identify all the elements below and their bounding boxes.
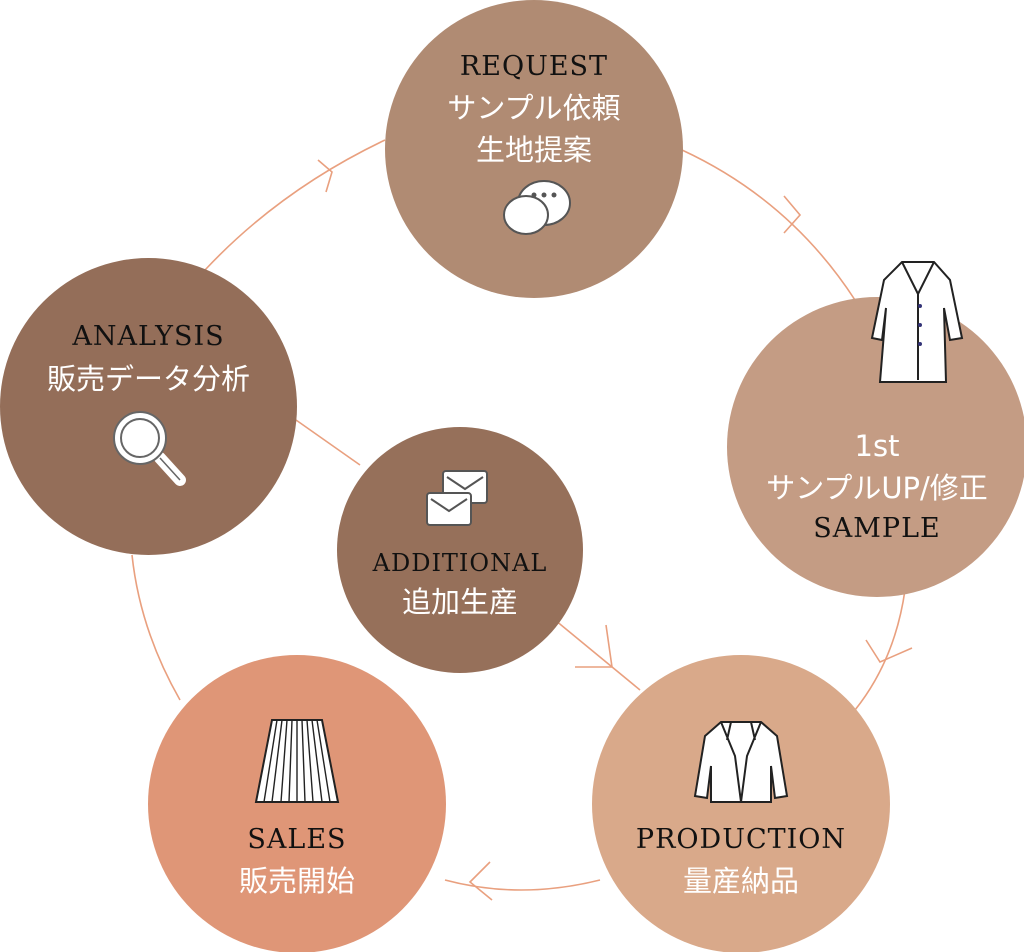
analysis-title: ANALYSIS [72,321,225,353]
node-sales: SALES 販売開始 [148,655,446,952]
production-jp: 量産納品 [682,864,799,899]
node-sample: 1st サンプルUP/修正 SAMPLE [727,297,1024,597]
coat-icon [870,261,964,383]
request-title: REQUEST [459,50,609,82]
sample-number: 1st [854,428,900,463]
cycle-arc [854,589,906,711]
node-analysis: ANALYSIS 販売データ分析 [0,258,297,555]
magnifier-icon [112,410,186,486]
cycle-arc [204,139,386,271]
additional-title: ADDITIONAL [372,548,548,577]
additional-jp: 追加生産 [401,584,518,619]
analysis-jp: 販売データ分析 [46,361,250,396]
arrowhead [575,624,613,668]
cycle-arc [131,554,181,701]
cycle-arc [681,149,856,301]
request-jp-line1: サンプル依頼 [447,91,621,126]
skirt-icon [254,718,340,803]
node-request: REQUEST サンプル依頼 生地提案 [385,0,683,298]
production-title: PRODUCTION [635,823,847,855]
sample-jp: サンプルUP/修正 [766,470,988,505]
cycle-arc [444,879,601,891]
node-production: PRODUCTION 量産納品 [592,655,890,952]
arrowhead [865,639,913,664]
jacket-icon [693,720,789,803]
request-jp-line2: 生地提案 [475,133,592,168]
sales-jp: 販売開始 [238,864,355,899]
mail-icon [426,469,488,526]
sample-title: SAMPLE [813,512,941,544]
arrowhead [468,861,493,901]
arrowhead [317,159,333,193]
additional-connector [295,419,361,466]
chat-bubbles-icon [503,180,571,236]
sales-title: SALES [247,823,347,855]
additional-connector [554,619,641,691]
node-additional: ADDITIONAL 追加生産 [337,427,583,673]
arrowhead [783,195,802,234]
